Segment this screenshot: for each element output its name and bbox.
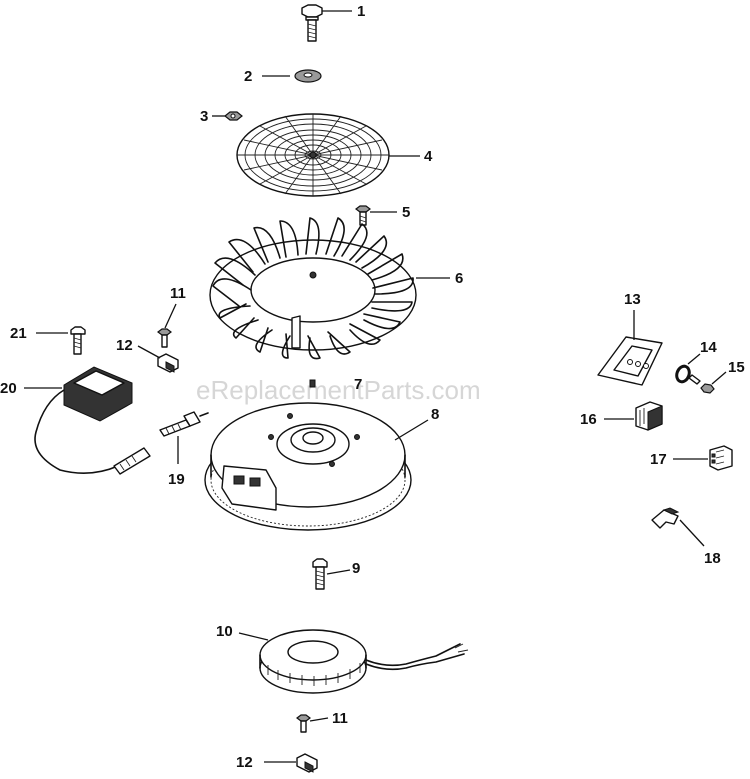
callout-17: 17 — [650, 451, 667, 468]
leader-8 — [394, 419, 429, 441]
part-screw-11-top — [157, 328, 172, 348]
callout-2: 2 — [244, 68, 252, 85]
part-screw-5 — [355, 205, 371, 226]
callout-20: 20 — [0, 380, 17, 397]
callout-10: 10 — [216, 623, 233, 640]
callout-14: 14 — [700, 339, 717, 356]
leader-15 — [711, 371, 727, 385]
leader-12-top — [137, 345, 161, 359]
leader-10 — [238, 632, 269, 641]
part-screw-15 — [688, 374, 715, 394]
part-key-7 — [309, 379, 316, 388]
callout-19: 19 — [168, 471, 185, 488]
callout-5: 5 — [402, 204, 410, 221]
watermark: eReplacementParts.com — [196, 375, 481, 405]
part-bolt-9 — [312, 558, 328, 590]
callout-12-top: 12 — [116, 337, 133, 354]
callout-1: 1 — [357, 3, 365, 20]
part-connector-16 — [635, 401, 663, 431]
part-clip-12-bottom — [296, 753, 318, 773]
callout-8: 8 — [431, 406, 439, 423]
callout-13: 13 — [624, 291, 641, 308]
part-spark-plug-19 — [159, 411, 209, 437]
leader-18 — [679, 519, 705, 547]
part-screw-11-bottom — [296, 714, 311, 733]
callout-12-bottom: 12 — [236, 754, 253, 771]
callout-3: 3 — [200, 108, 208, 125]
part-bolt-21 — [70, 326, 86, 355]
callout-15: 15 — [728, 359, 745, 376]
part-washer-2 — [294, 69, 322, 83]
callout-7: 7 — [354, 376, 362, 393]
callout-6: 6 — [455, 270, 463, 287]
part-bolt-1 — [301, 4, 323, 42]
leader-11-top — [164, 303, 177, 329]
part-o-ring-14 — [675, 364, 691, 384]
callout-9: 9 — [352, 560, 360, 577]
callout-4: 4 — [424, 148, 433, 165]
part-flywheel-8 — [204, 402, 412, 531]
leader-14 — [687, 353, 701, 365]
callout-21: 21 — [10, 325, 27, 342]
leader-11-bottom — [309, 717, 329, 722]
part-stator-10 — [259, 629, 469, 694]
part-terminal-block-17 — [709, 445, 733, 471]
callout-11-top: 11 — [170, 285, 186, 302]
part-rectifier-13 — [597, 336, 663, 386]
part-grass-screen-4 — [236, 113, 390, 197]
part-ignition-module-20 — [34, 366, 151, 475]
part-fan-6 — [209, 217, 417, 360]
callout-18: 18 — [704, 550, 721, 567]
part-nut-3 — [224, 111, 243, 121]
part-clip-12-top — [157, 353, 179, 373]
callout-11-bottom: 11 — [332, 710, 348, 727]
leader-9 — [326, 569, 351, 575]
part-bracket-18 — [651, 507, 680, 529]
callout-16: 16 — [580, 411, 597, 428]
